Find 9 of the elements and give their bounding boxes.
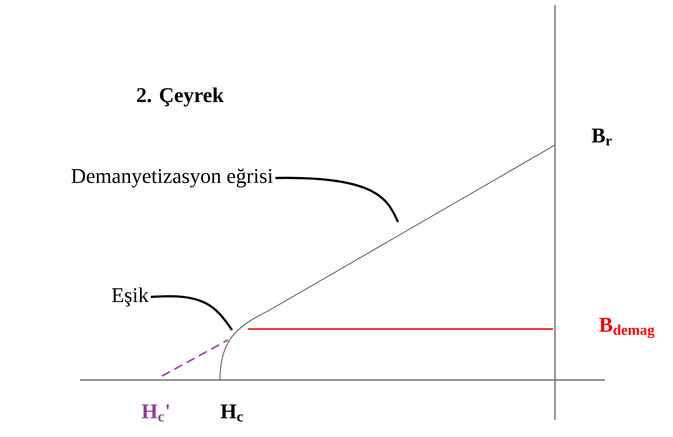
leader-line [275,176,399,222]
curve-label: Eşik [112,287,149,307]
axis-label: H$_{c}$ [220,404,243,422]
leader-line [150,295,233,331]
axis-label: B$_{demag}$ [599,318,654,338]
curve-label: Demanyetizasyon eğrisi [71,168,273,188]
axis-label: H$_{c}$' [142,404,170,422]
axis-label: B$_{r}$ [592,128,612,146]
quadrant-label: 2. Çeyrek [137,87,224,107]
